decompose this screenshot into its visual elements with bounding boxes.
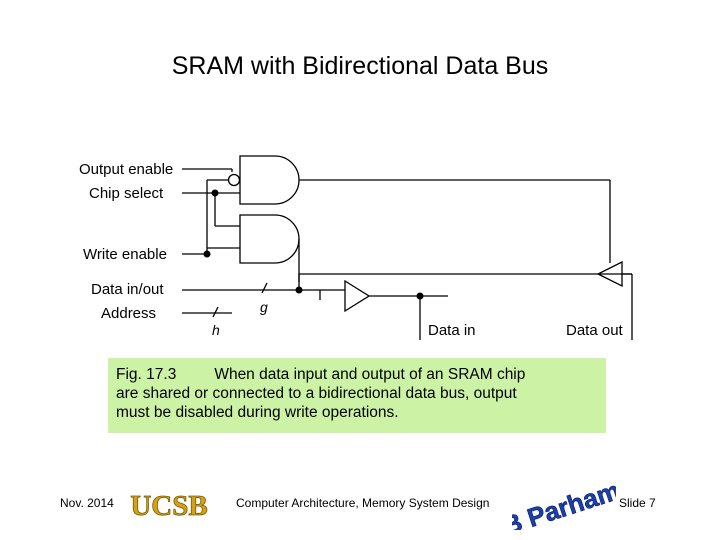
caption-line-1: When data input and output of an SRAM ch…	[214, 366, 526, 383]
svg-text:B Parhami: B Parhami	[512, 480, 616, 530]
label-chip-select: Chip select	[89, 185, 164, 202]
footer-date: Nov. 2014	[60, 496, 114, 510]
footer-course-title: Computer Architecture, Memory System Des…	[236, 496, 490, 510]
label-data-inout: Data in/out	[91, 281, 164, 298]
label-data-in: Data in	[428, 322, 476, 339]
label-h: h	[212, 322, 220, 338]
caption-line-3: must be disabled during write operations…	[116, 404, 399, 421]
figure-caption: Fig. 17.3 When data input and output of a…	[108, 358, 606, 433]
label-g: g	[260, 299, 268, 315]
svg-text:UCSB: UCSB	[130, 490, 207, 522]
ucsb-logo: UCSB	[130, 490, 208, 523]
label-address: Address	[101, 305, 156, 322]
label-write-enable: Write enable	[83, 246, 167, 263]
label-output-enable: Output enable	[79, 161, 173, 178]
slide-title: SRAM with Bidirectional Data Bus	[171, 52, 549, 80]
label-data-out: Data out	[566, 322, 624, 339]
caption-fig-number: Fig. 17.3	[116, 366, 177, 383]
footer-slide-number: Slide 7	[619, 496, 656, 510]
caption-line-2: are shared or connected to a bidirection…	[116, 385, 517, 402]
signature-logo: B Parhami	[512, 480, 616, 530]
